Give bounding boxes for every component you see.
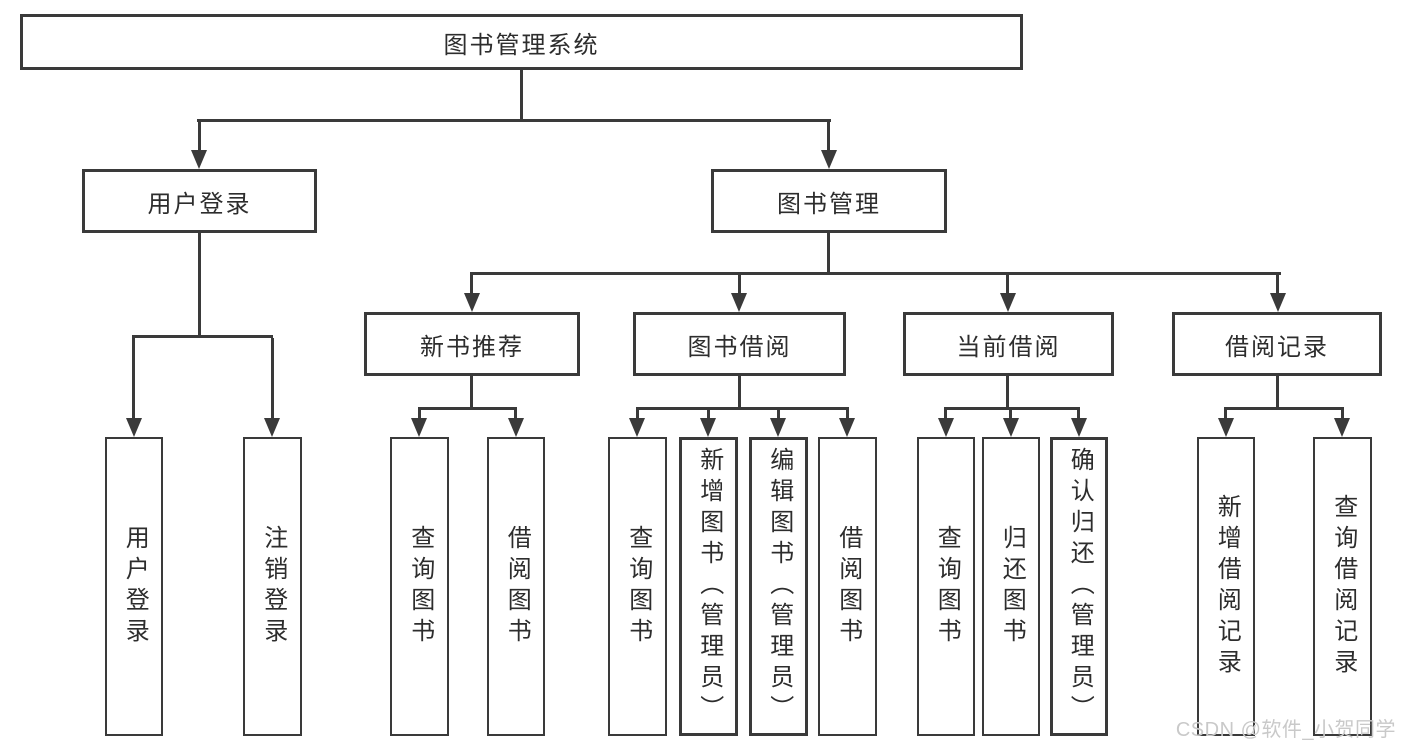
leaf-edit-books-admin: 编辑图书（管理员） [749, 437, 808, 736]
arrowhead-down-icon [629, 418, 645, 437]
arrowhead-down-icon [731, 293, 747, 312]
leaf-query-borrowing-record: 查询借阅记录 [1313, 437, 1372, 736]
arrowhead-down-icon [938, 418, 954, 437]
connector-branch-stem [738, 376, 741, 407]
connector-branch-stem [1276, 376, 1279, 407]
node-new-book-recommendation: 新书推荐 [364, 312, 580, 376]
connector-level3-split [470, 272, 1281, 275]
node-current-borrowing: 当前借阅 [903, 312, 1114, 376]
arrowhead-down-icon [821, 150, 837, 169]
connector-to-leaf [1341, 410, 1344, 420]
arrowhead-down-icon [126, 418, 142, 437]
connector-branch-split [636, 407, 849, 410]
arrowhead-down-icon [700, 418, 716, 437]
arrowhead-down-icon [1003, 418, 1019, 437]
arrowhead-down-icon [508, 418, 524, 437]
connector-to-leaf [846, 410, 849, 420]
arrowhead-down-icon [1334, 418, 1350, 437]
leaf-return-books: 归还图书 [982, 437, 1040, 736]
arrowhead-down-icon [411, 418, 427, 437]
connector-to-leaf [707, 410, 710, 420]
connector-user-login-split [132, 335, 273, 338]
leaf-borrow-books: 借阅图书 [818, 437, 877, 736]
connector-branch-split [944, 407, 1080, 410]
leaf-query-books: 查询图书 [917, 437, 975, 736]
connector-to-leaf [1077, 410, 1080, 420]
leaf-confirm-return-admin: 确认归还（管理员） [1050, 437, 1108, 736]
node-library-management-system: 图书管理系统 [20, 14, 1023, 70]
leaf-query-books: 查询图书 [608, 437, 667, 736]
connector-to-leaf [636, 410, 639, 420]
arrowhead-down-icon [1000, 293, 1016, 312]
connector-user-login-stem [198, 233, 201, 335]
connector-to-book-management [827, 122, 830, 152]
node-book-management: 图书管理 [711, 169, 947, 233]
connector-root-stem [520, 70, 523, 120]
connector-to-node [1276, 275, 1279, 295]
arrowhead-down-icon [191, 150, 207, 169]
connector-branch-stem [470, 376, 473, 407]
leaf-borrow-books: 借阅图书 [487, 437, 545, 736]
watermark-text: CSDN @软件_小贺同学 [1175, 719, 1396, 741]
arrowhead-down-icon [1218, 418, 1234, 437]
connector-to-leaf [271, 338, 274, 418]
arrowhead-down-icon [1270, 293, 1286, 312]
connector-branch-stem [1006, 376, 1009, 407]
arrowhead-down-icon [839, 418, 855, 437]
leaf-logout-login: 注销登录 [243, 437, 302, 736]
arrowhead-down-icon [264, 418, 280, 437]
connector-to-node [470, 275, 473, 295]
arrowhead-down-icon [1071, 418, 1087, 437]
connector-level2-split [197, 119, 831, 122]
connector-to-leaf [1224, 410, 1227, 420]
leaf-add-borrowing-record: 新增借阅记录 [1197, 437, 1255, 736]
node-book-borrowing: 图书借阅 [633, 312, 846, 376]
arrowhead-down-icon [770, 418, 786, 437]
connector-to-user-login [198, 122, 201, 152]
connector-to-node [738, 275, 741, 295]
arrowhead-down-icon [464, 293, 480, 312]
connector-to-leaf [1009, 410, 1012, 420]
connector-to-leaf [418, 410, 421, 420]
connector-to-leaf [777, 410, 780, 420]
connector-to-leaf [944, 410, 947, 420]
leaf-user-login: 用户登录 [105, 437, 163, 736]
connector-branch-split [418, 407, 517, 410]
connector-book-management-stem [827, 233, 830, 272]
connector-branch-split [1224, 407, 1344, 410]
node-borrowing-records: 借阅记录 [1172, 312, 1382, 376]
node-user-login: 用户登录 [82, 169, 317, 233]
leaf-query-books: 查询图书 [390, 437, 449, 736]
connector-to-leaf [514, 410, 517, 420]
connector-to-leaf [132, 338, 135, 418]
connector-to-node [1006, 275, 1009, 295]
leaf-add-books-admin: 新增图书（管理员） [679, 437, 738, 736]
